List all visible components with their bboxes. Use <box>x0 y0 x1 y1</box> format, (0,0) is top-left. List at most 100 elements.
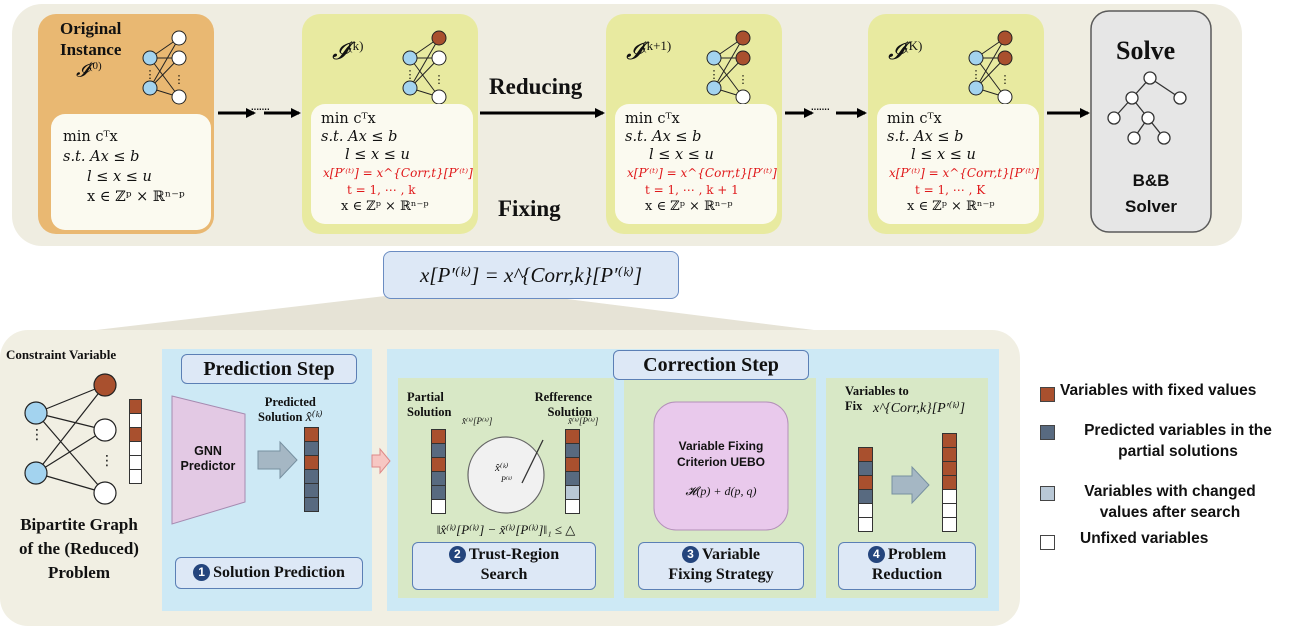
mini-graph-edge <box>975 57 1006 98</box>
legend: Variables with fixed values Predicted va… <box>1034 382 1300 562</box>
graph-caption-line3: Problem <box>47 563 110 582</box>
legend-swatch-changed <box>1040 486 1055 501</box>
eq-constraint: s.t. Ax ≤ b <box>63 149 140 165</box>
variables-to-fix-symbol: x^{Corr,k}[P′⁽ᵏ⁾] <box>873 401 966 416</box>
mini-graph-variable-node <box>997 89 1013 105</box>
mini-graph-fixed-variable-node <box>735 30 751 46</box>
step2-bullet: 2 <box>448 546 466 563</box>
predicted-symbol: x̂⁽ᵏ⁾ <box>305 410 323 425</box>
mini-graph-fixed-variable-node <box>431 30 447 46</box>
reference-solution-label: Refference Solution <box>512 390 592 420</box>
mini-graph-variable-node <box>171 30 187 46</box>
original-title-line2: Instance <box>60 40 122 59</box>
partial-line2: Solution <box>407 405 452 419</box>
legend-predicted-line1: Predicted variables in the <box>1084 422 1272 439</box>
criterion-label: Variable Fixing Criterion UEBO <box>654 438 788 470</box>
mini-graph-fixed-variable-node <box>997 50 1013 66</box>
trust-region-center-symbol: x̂⁽ᵏ⁾P⁽ᵏ⁾ <box>495 462 513 485</box>
mini-graph-constraint-node <box>142 50 158 66</box>
mini-graph-ellipsis: ⋮ <box>405 68 416 81</box>
solver-label: B&B Solver <box>1091 168 1211 220</box>
step2-line2: Search <box>480 566 528 583</box>
mini-graph-fixed-variable-node <box>997 30 1013 46</box>
graph-constraint-node <box>24 401 48 425</box>
eq-t-range: t = 1, ⋯ , k <box>347 183 416 197</box>
mini-graph-ellipsis: ⋮ <box>709 68 720 81</box>
trust-region-constraint: ‖x̂⁽ᵏ⁾[P⁽ᵏ⁾] − x̃⁽ᵏ⁾[P⁽ᵏ⁾]‖₁ ≤ △ <box>436 522 576 537</box>
eq-objective: min cᵀx <box>321 111 376 127</box>
partial-line1: Partial <box>407 390 444 404</box>
step3-line2: Fixing Strategy <box>668 566 774 583</box>
step4-line2: Reduction <box>871 566 943 583</box>
mini-graph-variable-node <box>431 50 447 66</box>
solve-title: Solve <box>1116 36 1176 65</box>
instance-k-symbol: 𝓘(k) <box>332 38 364 65</box>
fix-line1: Variables to <box>845 384 909 398</box>
predicted-line2: Solution <box>258 410 303 424</box>
instance-K-symbol: 𝓘(K) <box>888 38 923 65</box>
mini-graph-edge <box>409 37 440 89</box>
step3-bullet: 3 <box>681 546 699 563</box>
mini-graph-constraint-node <box>968 50 984 66</box>
eq-domain: x ∈ ℤᵖ × ℝⁿ⁻ᵖ <box>907 199 995 214</box>
legend-predicted-line2: partial solutions <box>1118 443 1238 460</box>
step4-bullet: 4 <box>867 546 885 563</box>
legend-changed-line2: values after search <box>1099 504 1241 521</box>
eq-t-range: t = 1, ⋯ , k + 1 <box>645 183 739 197</box>
criterion-line2: Criterion UEBO <box>676 455 765 469</box>
fixing-label: Fixing <box>498 196 561 221</box>
mini-graph-k1: ⋮⋮ <box>706 30 751 105</box>
eq-objective: min cᵀx <box>887 111 942 127</box>
mini-graph-ellipsis: ⋮ <box>738 73 749 86</box>
center-fixing-equation: x[P′⁽ᵏ⁾] = x^{Corr,k}[P′⁽ᵏ⁾] <box>383 251 679 299</box>
reference-line1: Refference <box>534 390 592 404</box>
eq-objective: min cᵀx <box>625 111 680 127</box>
graph-header-label: Constraint Variable <box>6 347 117 362</box>
step4-line1: Problem <box>887 546 947 563</box>
ellipsis-left: ······· <box>250 100 271 116</box>
mini-graph-constraint-node <box>402 80 418 96</box>
trust-region-radius <box>521 439 544 484</box>
step3-line1: Variable <box>701 546 761 563</box>
gnn-line2: Predictor <box>180 459 236 473</box>
reference-line2: Solution <box>547 405 592 419</box>
correction-step-title: Correction Step <box>613 350 809 380</box>
legend-label-unfixed: Unfixed variables <box>1080 530 1209 547</box>
original-instance-symbol: 𝓘(0) <box>76 60 102 82</box>
eq-constraint: s.t. Ax ≤ b <box>887 129 964 145</box>
ellipsis-right: ······· <box>810 100 831 116</box>
predict-arrow <box>257 440 298 480</box>
eq-fixing: x[P′⁽ᵗ⁾] = x^{Corr,t}[P′⁽ᵗ⁾] <box>627 166 777 180</box>
graph-variable-node <box>93 418 117 442</box>
bipartite-graph <box>35 384 106 494</box>
criterion-box <box>653 401 789 531</box>
eq-constraint: s.t. Ax ≤ b <box>321 129 398 145</box>
mini-graph-edge <box>409 57 440 98</box>
step1-label: Solution Prediction <box>213 564 345 581</box>
mini-graph-ellipsis: ⋮ <box>1000 73 1011 86</box>
reference-solution-symbol: x̃⁽ᵏ⁾[P⁽ᵏ⁾] <box>568 416 599 426</box>
eq-domain: x ∈ ℤᵖ × ℝⁿ⁻ᵖ <box>645 199 733 214</box>
eq-bounds: l ≤ x ≤ u <box>87 169 152 185</box>
mini-graph-constraint-node <box>968 80 984 96</box>
reducing-label: Reducing <box>489 74 583 99</box>
instance-k1-symbol: 𝓘(k+1) <box>626 38 672 65</box>
mini-graph-variable-node <box>735 89 751 105</box>
criterion-formula: 𝓗(p) + d(p, q) <box>685 484 757 498</box>
mini-graph-edge <box>713 37 744 89</box>
criterion-line1: Variable Fixing <box>678 439 764 453</box>
gnn-predictor-shape <box>171 395 246 525</box>
mini-graph-k: ⋮⋮ <box>402 30 447 105</box>
mini-graph-fixed-variable-node <box>735 50 751 66</box>
mini-graph-constraint-node <box>706 80 722 96</box>
mini-graph-edge <box>713 57 744 98</box>
eq-fixing: x[P′⁽ᵗ⁾] = x^{Corr,t}[P′⁽ᵗ⁾] <box>323 166 473 180</box>
bb-tree-icon <box>1107 71 1187 145</box>
graph-caption-line1: Bipartite Graph <box>20 515 138 534</box>
prediction-step-title: Prediction Step <box>181 354 357 384</box>
legend-swatch-predicted <box>1040 425 1055 440</box>
legend-swatch-unfixed <box>1040 535 1055 550</box>
